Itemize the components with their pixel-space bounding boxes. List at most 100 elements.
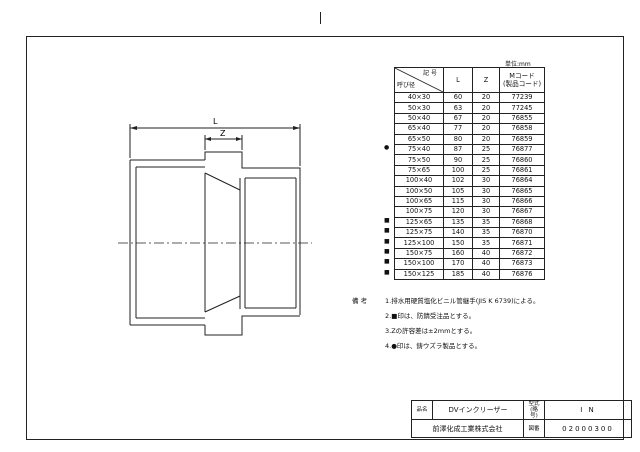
z-cell: 20 (472, 133, 500, 145)
maker-name: 前澤化成工業株式会社 (411, 419, 524, 438)
z-cell: 30 (472, 206, 500, 218)
note-item: 1.排水用硬質塩化ビニル管継手(JIS K 6739)による。 (385, 297, 540, 305)
mcode-cell: 76864 (499, 175, 545, 187)
l-cell: 160 (443, 247, 473, 260)
size-cell: 40×30 (394, 91, 444, 104)
number-label: 図番 (523, 419, 545, 438)
mcode-cell: 76855 (499, 112, 545, 125)
size-cell: 65×40 (394, 123, 444, 135)
size-cell: 75×40 (394, 143, 444, 156)
header-z: Z (472, 67, 500, 93)
l-cell: 63 (443, 102, 473, 114)
mcode-cell: 76868 (499, 216, 545, 229)
size-cell: 150×100 (394, 258, 444, 270)
mcode-cell: 76876 (499, 268, 545, 281)
name-label: 品名 (411, 400, 433, 420)
l-cell: 90 (443, 154, 473, 166)
cast-mark: ● (384, 144, 390, 151)
l-cell: 150 (443, 237, 473, 249)
size-cell: 65×50 (394, 133, 444, 145)
l-cell: 100 (443, 164, 473, 177)
dimension-l-label: L (213, 117, 218, 126)
mcode-cell: 76877 (499, 143, 545, 156)
size-cell: 125×100 (394, 237, 444, 249)
mcode-cell: 76866 (499, 195, 545, 208)
size-cell: 100×40 (394, 175, 444, 187)
z-cell: 40 (472, 247, 500, 260)
l-cell: 135 (443, 216, 473, 229)
z-cell: 40 (472, 268, 500, 281)
mcode-cell: 76867 (499, 206, 545, 218)
z-cell: 35 (472, 237, 500, 249)
l-cell: 77 (443, 123, 473, 135)
top-center-mark (320, 12, 321, 24)
z-cell: 35 (472, 227, 500, 239)
mcode-cell: 76859 (499, 133, 545, 145)
size-cell: 100×65 (394, 195, 444, 208)
mcode-cell: 76873 (499, 258, 545, 270)
l-cell: 60 (443, 91, 473, 104)
header-l: L (443, 67, 473, 93)
notes-label: 備 考 (352, 297, 368, 305)
l-cell: 67 (443, 112, 473, 125)
size-cell: 150×125 (394, 268, 444, 281)
l-cell: 185 (443, 268, 473, 281)
header-symbol: 記 号 (423, 70, 437, 77)
z-cell: 35 (472, 216, 500, 229)
z-cell: 30 (472, 185, 500, 197)
header-corner: 記 号 呼び径 (394, 67, 444, 93)
header-mcode: Mコード (製品コード) (499, 67, 545, 93)
mcode-cell: 76861 (499, 164, 545, 177)
mcode-cell: 76871 (499, 237, 545, 249)
z-cell: 40 (472, 258, 500, 270)
l-cell: 170 (443, 258, 473, 270)
l-cell: 105 (443, 185, 473, 197)
z-cell: 20 (472, 123, 500, 135)
l-cell: 102 (443, 175, 473, 187)
note-item: 4.●印は、鋳ウズラ製品とする。 (385, 342, 482, 350)
size-cell: 125×65 (394, 216, 444, 229)
mcode-cell: 76865 (499, 185, 545, 197)
note-item: 3.Zの許容差は±2mmとする。 (385, 327, 477, 335)
special-mark: ■ (384, 216, 390, 224)
dimension-z-label: Z (220, 129, 226, 138)
type-value: I N (544, 400, 632, 420)
size-cell: 50×40 (394, 112, 444, 125)
drawing-frame (26, 36, 624, 440)
size-cell: 100×50 (394, 185, 444, 197)
header-nominal: 呼び径 (397, 82, 416, 89)
size-cell: 100×75 (394, 206, 444, 218)
size-cell: 125×75 (394, 227, 444, 239)
mcode-cell: 77239 (499, 91, 545, 104)
special-mark: ■ (384, 237, 390, 245)
unit-label: 単位:mm (505, 61, 531, 68)
type-label: 型式(略号) (523, 400, 545, 420)
size-cell: 150×75 (394, 247, 444, 260)
product-name: DVインクリーザー (432, 400, 524, 420)
title-block: 品名 DVインクリーザー 型式(略号) I N 前澤化成工業株式会社 図番 02… (411, 400, 632, 438)
z-cell: 20 (472, 102, 500, 114)
special-mark: ■ (384, 258, 390, 266)
l-cell: 80 (443, 133, 473, 145)
size-cell: 75×50 (394, 154, 444, 166)
